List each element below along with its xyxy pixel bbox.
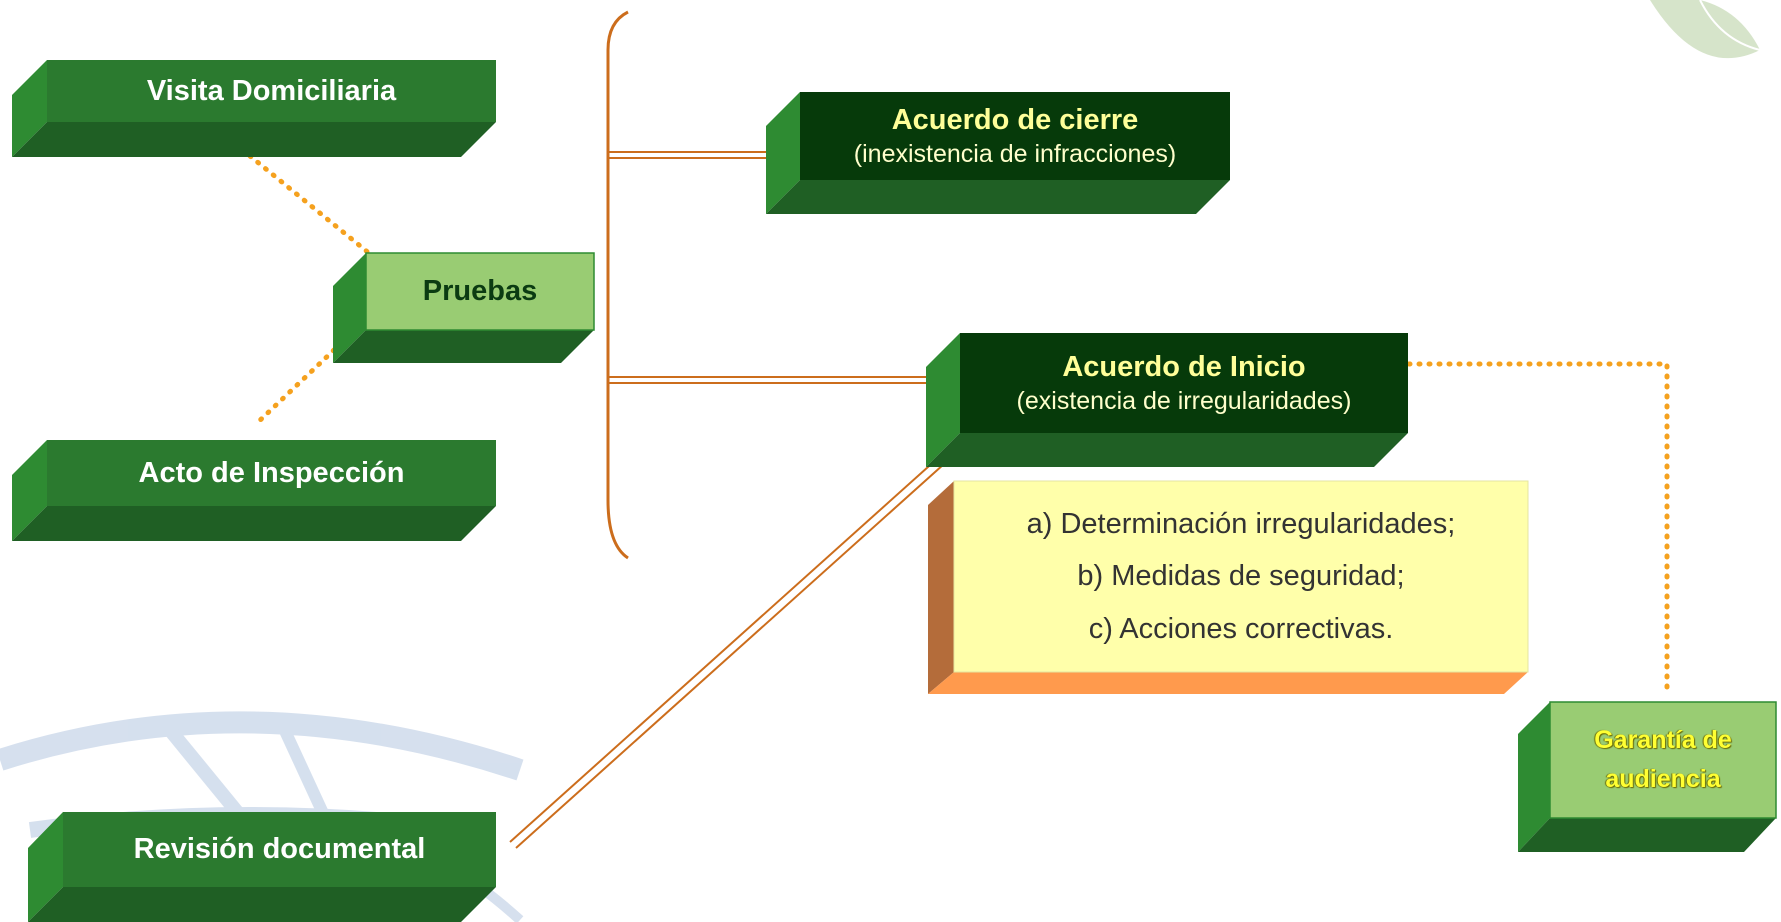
medidas-item-c: c) Acciones correctivas. bbox=[1088, 612, 1394, 645]
acuerdo-cierre-box-shape bbox=[766, 92, 1230, 214]
acuerdo-inicio-title: Acuerdo de Inicio bbox=[1062, 351, 1306, 384]
medidas-item-a: a) Determinación irregularidades; bbox=[1026, 508, 1456, 541]
medidas-node: a) Determinación irregularidades; b) Med… bbox=[954, 481, 1528, 672]
visita-domiciliaria-label: Visita Domiciliaria bbox=[146, 74, 397, 107]
acuerdo-cierre-subtitle: (inexistencia de infracciones) bbox=[853, 139, 1177, 168]
acuerdo-cierre-title: Acuerdo de cierre bbox=[891, 104, 1139, 137]
revision-documental-label: Revisión documental bbox=[133, 833, 426, 866]
acto-box-shape bbox=[12, 440, 496, 541]
pruebas-node: Pruebas bbox=[366, 253, 594, 330]
brace-connectors bbox=[608, 151, 926, 384]
revision-connector bbox=[509, 457, 945, 849]
revision-box-shape bbox=[28, 812, 496, 922]
medidas-item-b: b) Medidas de seguridad; bbox=[1077, 560, 1405, 593]
dotted-connectors bbox=[247, 153, 1670, 695]
garantia-line-1: Garantía de bbox=[1594, 726, 1732, 755]
visita-domiciliaria-node: Visita Domiciliaria bbox=[47, 60, 496, 122]
acuerdo-inicio-node: Acuerdo de Inicio (existencia de irregul… bbox=[960, 333, 1408, 433]
grouping-brace bbox=[606, 10, 629, 560]
acuerdo-inicio-box-shape bbox=[926, 333, 1408, 467]
acuerdo-cierre-node: Acuerdo de cierre (inexistencia de infra… bbox=[800, 92, 1230, 180]
acto-inspeccion-label: Acto de Inspección bbox=[138, 456, 405, 489]
pruebas-box-shape bbox=[333, 252, 595, 363]
pruebas-label: Pruebas bbox=[422, 275, 538, 308]
garantia-audiencia-node: Garantía de audiencia bbox=[1550, 702, 1776, 818]
revision-documental-node: Revisión documental bbox=[63, 812, 496, 887]
medidas-box-shape bbox=[928, 480, 1529, 694]
acuerdo-inicio-subtitle: (existencia de irregularidades) bbox=[1016, 386, 1352, 415]
garantia-box-shape bbox=[1518, 701, 1777, 852]
visita-box-shape bbox=[12, 60, 496, 157]
leaf-watermark bbox=[1650, 0, 1761, 59]
garantia-line-2: audiencia bbox=[1605, 765, 1721, 793]
acto-inspeccion-node: Acto de Inspección bbox=[47, 440, 496, 506]
